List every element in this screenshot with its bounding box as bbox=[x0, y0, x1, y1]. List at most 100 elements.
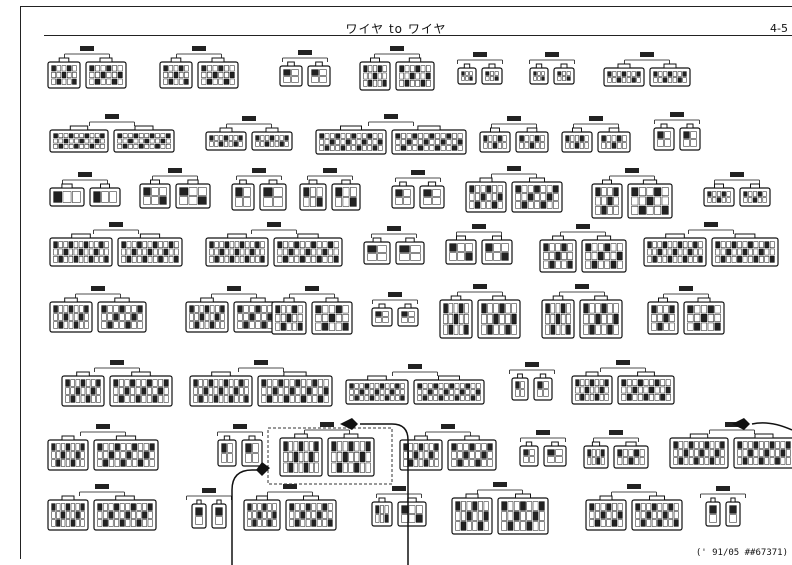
connector-label-tag bbox=[395, 170, 441, 182]
connector-female bbox=[285, 495, 337, 531]
connector-male bbox=[643, 233, 707, 267]
connector-male bbox=[571, 371, 613, 405]
connector-female bbox=[497, 493, 549, 535]
connector-female bbox=[533, 373, 553, 401]
connector-label-tag bbox=[217, 424, 263, 436]
connector-male bbox=[511, 373, 529, 401]
connector-male bbox=[669, 433, 729, 469]
connector-male bbox=[519, 441, 539, 467]
connector-female bbox=[725, 497, 741, 527]
connector-male bbox=[603, 63, 645, 87]
connector-female bbox=[197, 57, 239, 89]
connector-male bbox=[391, 181, 415, 209]
connector-male bbox=[705, 497, 721, 527]
connector-label-tag bbox=[79, 484, 125, 496]
connector-female bbox=[481, 235, 513, 265]
connector-label-tag bbox=[238, 360, 284, 372]
connector-label-tag bbox=[371, 226, 417, 238]
connector-female bbox=[511, 177, 563, 213]
connector-label-tag bbox=[700, 486, 746, 498]
connector-label-tag bbox=[425, 424, 471, 436]
connector-female bbox=[331, 179, 361, 211]
connector-label-tag bbox=[573, 116, 619, 128]
connector-male bbox=[457, 63, 477, 85]
connector-label-tag bbox=[609, 168, 655, 180]
connector-female bbox=[395, 237, 425, 265]
connector-female bbox=[447, 435, 497, 471]
connector-male bbox=[561, 127, 593, 153]
connector-label-tag bbox=[186, 488, 232, 500]
connector-label-tag bbox=[80, 424, 126, 436]
connector-male bbox=[47, 435, 89, 471]
connector-label-tag bbox=[624, 52, 670, 64]
connector-male bbox=[191, 499, 207, 529]
connector-female bbox=[307, 61, 331, 87]
connector-male bbox=[159, 57, 193, 89]
connector-label-tag bbox=[714, 172, 760, 184]
connector-label-tag bbox=[456, 224, 502, 236]
connector-female bbox=[683, 297, 725, 335]
connector-male bbox=[49, 233, 113, 267]
connector-female bbox=[113, 125, 175, 153]
connector-female bbox=[97, 297, 147, 333]
connector-female bbox=[251, 127, 293, 151]
connector-female bbox=[553, 63, 575, 85]
connector-male bbox=[139, 179, 171, 209]
connector-label-tag bbox=[282, 50, 328, 62]
connector-female bbox=[273, 233, 343, 267]
connector-male bbox=[529, 63, 549, 85]
connector-male bbox=[591, 179, 623, 219]
connector-label-tag bbox=[509, 362, 555, 374]
connector-male bbox=[371, 303, 393, 327]
connector-male bbox=[363, 237, 391, 265]
connector-female bbox=[117, 233, 183, 267]
connector-label-tag bbox=[709, 422, 755, 434]
connector-male bbox=[47, 495, 89, 531]
connector-male bbox=[271, 297, 307, 335]
connector-male bbox=[539, 235, 577, 273]
connector-male bbox=[315, 125, 387, 155]
title-rule bbox=[44, 35, 792, 36]
connector-female bbox=[413, 375, 485, 405]
connector-female bbox=[617, 371, 675, 405]
connector-label-tag bbox=[520, 430, 566, 442]
connector-label-tag bbox=[491, 166, 537, 178]
connector-female bbox=[241, 435, 263, 467]
connector-label-tag bbox=[663, 286, 709, 298]
connector-female bbox=[711, 233, 779, 267]
connector-male bbox=[189, 371, 253, 407]
connector-female bbox=[649, 63, 691, 87]
page-frame bbox=[20, 6, 792, 559]
connector-male bbox=[231, 179, 255, 211]
connector-male bbox=[185, 297, 229, 333]
connector-label-tag bbox=[654, 112, 700, 124]
connector-male bbox=[243, 495, 281, 531]
connector-female bbox=[109, 371, 173, 407]
connector-female bbox=[481, 63, 503, 85]
page-title: ワイヤ to ワイヤ bbox=[345, 22, 447, 36]
connector-label-tag bbox=[559, 284, 605, 296]
connector-female bbox=[631, 495, 683, 531]
connector-label-tag bbox=[477, 482, 523, 494]
connector-male bbox=[359, 57, 391, 91]
connector-male bbox=[541, 295, 575, 339]
connector-label-tag bbox=[372, 292, 418, 304]
connector-male bbox=[299, 179, 327, 211]
connector-male bbox=[205, 233, 269, 267]
connector-label-tag bbox=[688, 222, 734, 234]
connector-female bbox=[175, 179, 211, 209]
connector-female bbox=[613, 441, 649, 469]
connector-label-tag bbox=[491, 116, 537, 128]
connector-label-tag bbox=[529, 52, 575, 64]
highlight-group bbox=[231, 418, 792, 565]
connector-male bbox=[585, 495, 627, 531]
connector-female bbox=[581, 235, 627, 273]
connector-male bbox=[399, 435, 443, 471]
connector-female bbox=[627, 179, 673, 219]
connector-male bbox=[583, 441, 609, 469]
connector-label-tag bbox=[304, 422, 350, 434]
connector-label-tag bbox=[611, 484, 657, 496]
connector-male bbox=[479, 127, 511, 153]
connector-label-tag bbox=[236, 168, 282, 180]
